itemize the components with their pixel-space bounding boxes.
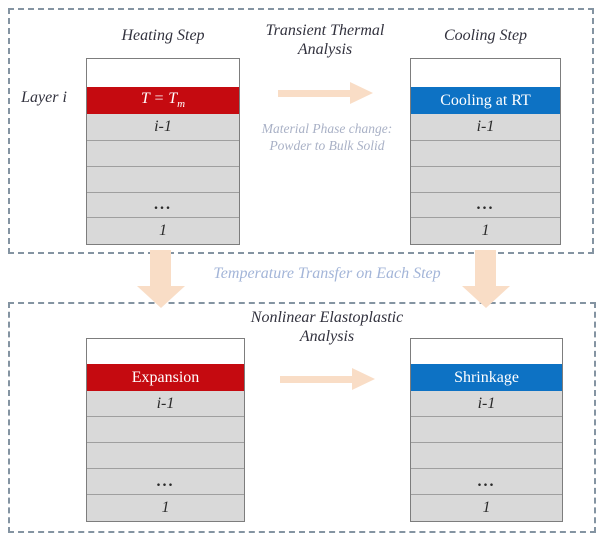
elastoplastic-title-line2: Analysis [299, 328, 355, 345]
phase-change-note-line1: Material Phase change: [261, 121, 393, 136]
heating-layer-stack: T = Tm i-1 ... 1 [86, 58, 240, 245]
cooling-row-top-empty [411, 59, 560, 87]
elastoplastic-title: Nonlinear Elastoplastic Analysis [227, 308, 427, 346]
transient-thermal-title-line1: Transient Thermal [265, 22, 385, 39]
expansion-layer-stack: Expansion i-1 ... 1 [86, 338, 245, 522]
layer-i-label: Layer i [21, 89, 67, 106]
transient-thermal-title: Transient Thermal Analysis [240, 21, 410, 59]
expansion-row-top-empty [87, 339, 244, 364]
shrinkage-row-active: Shrinkage [411, 364, 562, 391]
heating-step-title: Heating Step [121, 27, 205, 44]
expansion-row-empty [87, 416, 244, 442]
down-arrow-icon [137, 250, 185, 308]
expansion-row-empty [87, 442, 244, 468]
cooling-row-empty [411, 166, 560, 192]
cooling-layer-stack: Cooling at RT i-1 ... 1 [410, 58, 561, 245]
shrinkage-row-top-empty [411, 339, 562, 364]
cooling-row-1: 1 [411, 217, 560, 244]
elastoplastic-title-line1: Nonlinear Elastoplastic [250, 309, 404, 326]
shrinkage-row-i-minus-1: i-1 [411, 391, 562, 416]
heating-row-1: 1 [87, 217, 239, 244]
heating-row-ellipsis: ... [87, 192, 239, 217]
shrinkage-row-1: 1 [411, 494, 562, 521]
heating-row-empty [87, 166, 239, 192]
phase-change-note: Material Phase change: Powder to Bulk So… [247, 120, 407, 154]
shrinkage-row-ellipsis: ... [411, 468, 562, 494]
cooling-row-ellipsis: ... [411, 192, 560, 217]
cooling-row-active: Cooling at RT [411, 87, 560, 114]
heating-row-empty [87, 140, 239, 166]
right-arrow-icon [280, 368, 375, 390]
heating-row-top-empty [87, 59, 239, 87]
cooling-row-i-minus-1: i-1 [411, 114, 560, 140]
temperature-transfer-label: Temperature Transfer on Each Step [213, 265, 441, 282]
expansion-row-active: Expansion [87, 364, 244, 391]
phase-change-note-line2: Powder to Bulk Solid [269, 138, 385, 153]
expansion-row-1: 1 [87, 494, 244, 521]
shrinkage-layer-stack: Shrinkage i-1 ... 1 [410, 338, 563, 522]
shrinkage-row-empty [411, 442, 562, 468]
transient-thermal-box [8, 8, 594, 254]
elastoplastic-box [8, 302, 596, 533]
expansion-row-i-minus-1: i-1 [87, 391, 244, 416]
melt-temperature-label: T = Tm [140, 90, 186, 111]
heating-row-active: T = Tm [87, 87, 239, 114]
cooling-row-empty [411, 140, 560, 166]
heating-row-i-minus-1: i-1 [87, 114, 239, 140]
down-arrow-icon [462, 250, 510, 308]
right-arrow-icon [278, 82, 373, 104]
shrinkage-row-empty [411, 416, 562, 442]
expansion-row-ellipsis: ... [87, 468, 244, 494]
cooling-step-title: Cooling Step [443, 27, 528, 44]
transient-thermal-title-line2: Analysis [297, 41, 353, 58]
